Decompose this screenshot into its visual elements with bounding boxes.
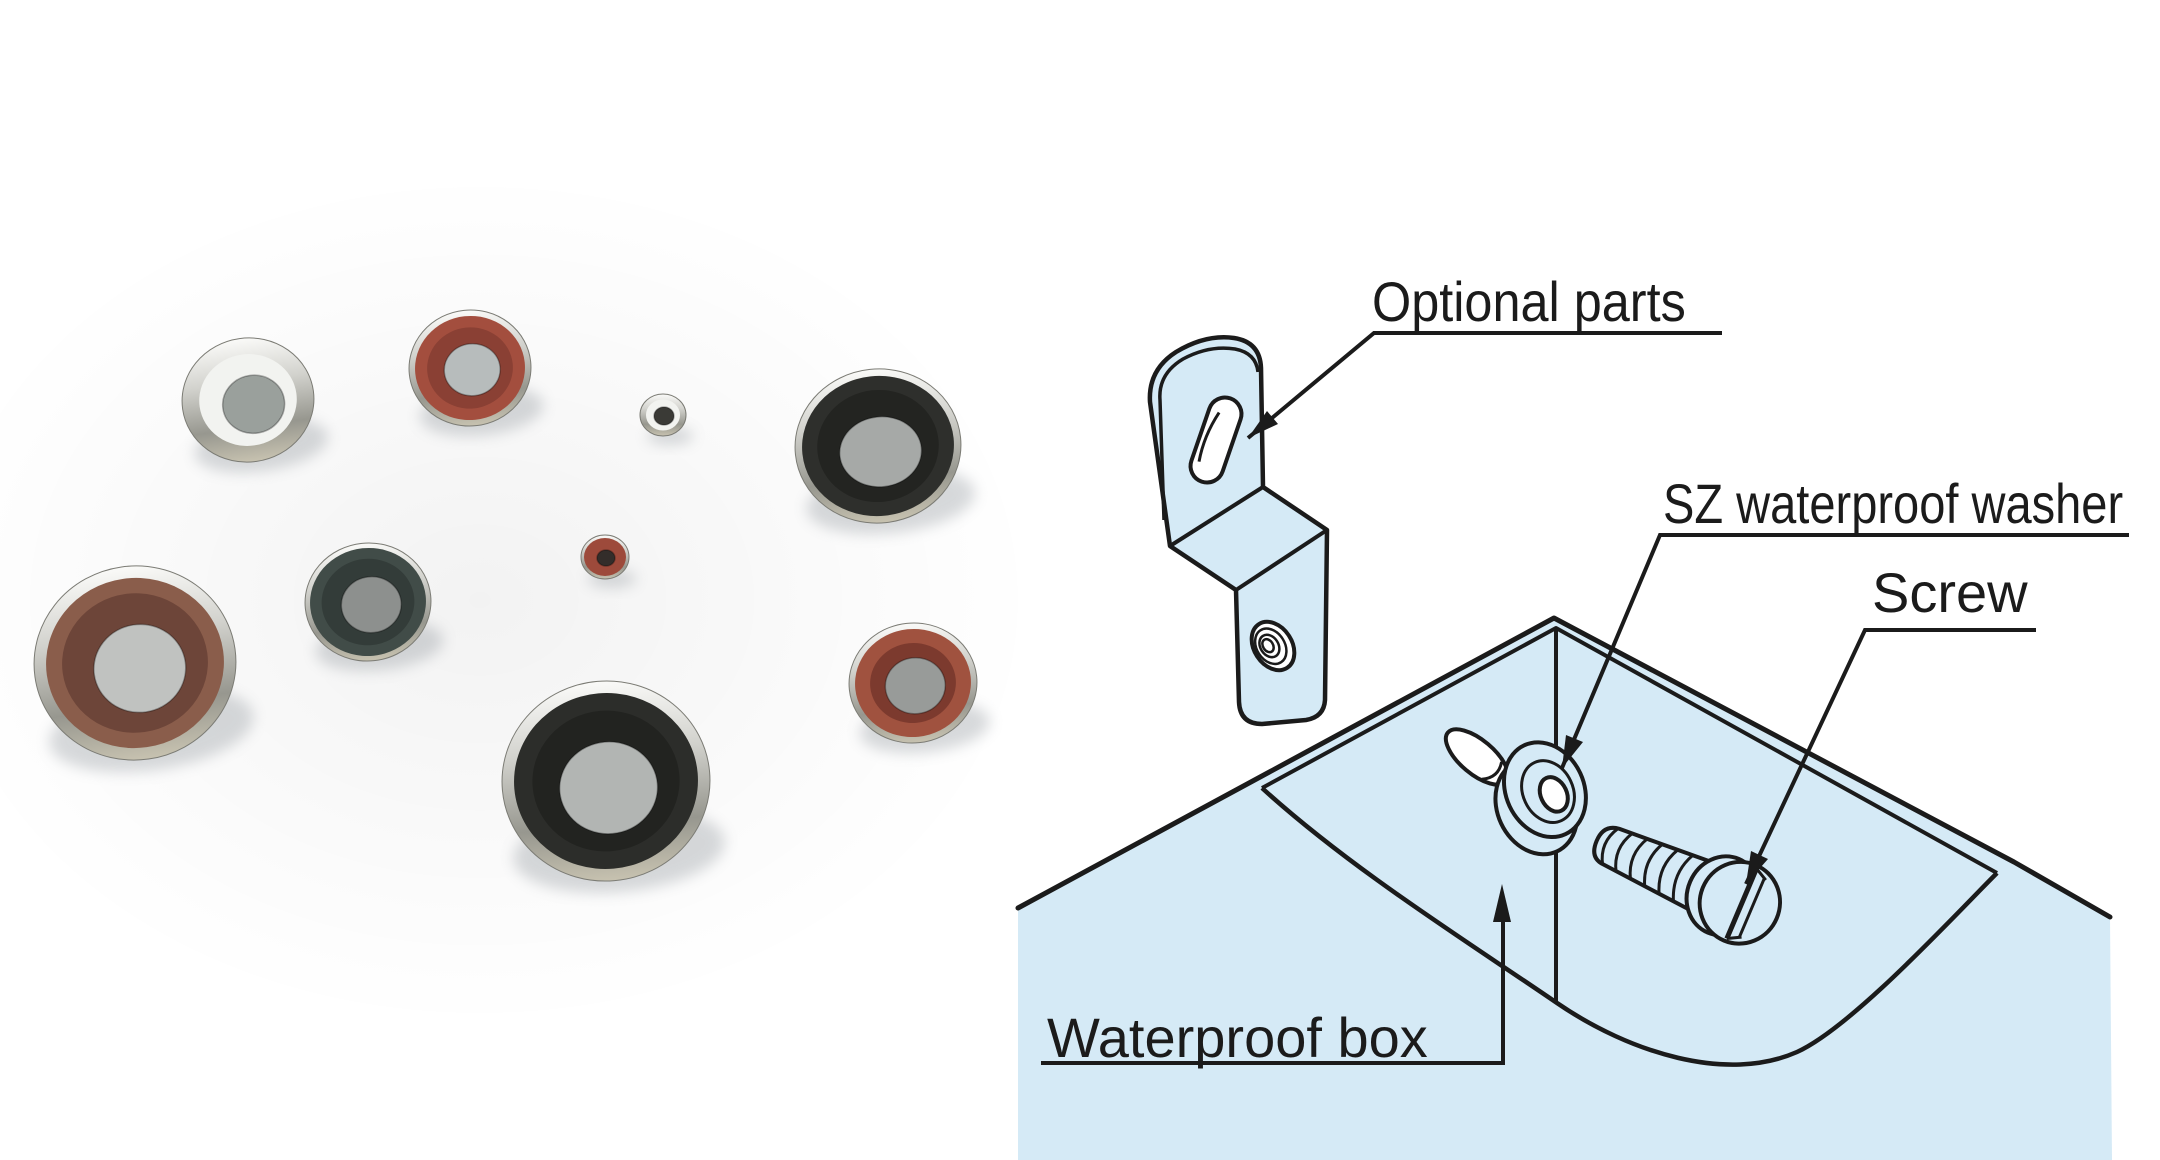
- box-fill: [1018, 618, 2112, 1160]
- label-optional-parts: Optional parts: [1372, 270, 1686, 333]
- label-screw: Screw: [1872, 561, 2028, 624]
- metal-eyelet-small: [639, 393, 694, 445]
- leader-screw: [1744, 628, 2036, 885]
- red-sealing-washer-small-hole: [596, 549, 616, 567]
- arrowhead-optional-parts: [1248, 411, 1278, 438]
- dark-sealing-washer: [304, 542, 444, 672]
- waterproof-box-drawing: [1015, 615, 2113, 1160]
- washers-group: [33, 309, 990, 893]
- box-cut-edge: [1260, 786, 1999, 1067]
- label-waterproof-box: Waterproof box: [1047, 1006, 1428, 1069]
- diagram-screw: [1592, 825, 1782, 946]
- red-brown-sealing-washer-hole: [884, 657, 947, 715]
- brown-sealing-washer-large: [33, 565, 254, 773]
- leader-arrowheads: [1248, 411, 1768, 922]
- leader-sz-washer: [1560, 533, 2129, 769]
- leader-optional-parts: [1246, 331, 1722, 440]
- arrowhead-waterproof-box: [1493, 884, 1511, 922]
- black-sealing-washer-large-hole: [838, 415, 923, 488]
- bracket-threaded-hole: [1249, 619, 1297, 673]
- bracket-fold-lower: [1234, 528, 1329, 592]
- leader-waterproof-box: [1041, 920, 1505, 1065]
- black-sealing-washer-bottom: [501, 680, 725, 893]
- screw-slot: [1724, 867, 1759, 940]
- bracket-edge-thickness: [1158, 346, 1260, 521]
- bracket-slot: [1188, 395, 1244, 485]
- label-sz-waterproof-washer: SZ waterproof washer: [1663, 472, 2124, 535]
- red-sealing-washer-top-hole: [443, 343, 501, 397]
- brown-sealing-washer-large-hole: [93, 623, 187, 714]
- box-outer-edge: [1015, 615, 2113, 920]
- red-brown-sealing-washer: [848, 622, 990, 754]
- diagram-washer: [1493, 740, 1588, 857]
- black-sealing-washer-bottom-hole: [558, 741, 659, 835]
- black-sealing-washer-large: [794, 368, 976, 535]
- optional-bracket-drawing: [1147, 335, 1330, 727]
- metal-eyelet-small-hole: [653, 406, 675, 426]
- bracket-fold-upper: [1168, 485, 1265, 548]
- metal-eyelet-medium: [181, 337, 329, 473]
- leader-lines: [1041, 331, 2129, 1065]
- metal-eyelet-medium-hole: [221, 374, 286, 435]
- arrowhead-sz-washer: [1562, 735, 1583, 768]
- red-sealing-washer-top: [408, 309, 544, 437]
- red-sealing-washer-small: [580, 534, 637, 588]
- dark-sealing-washer-hole: [340, 575, 403, 634]
- arrowhead-screw: [1746, 851, 1768, 884]
